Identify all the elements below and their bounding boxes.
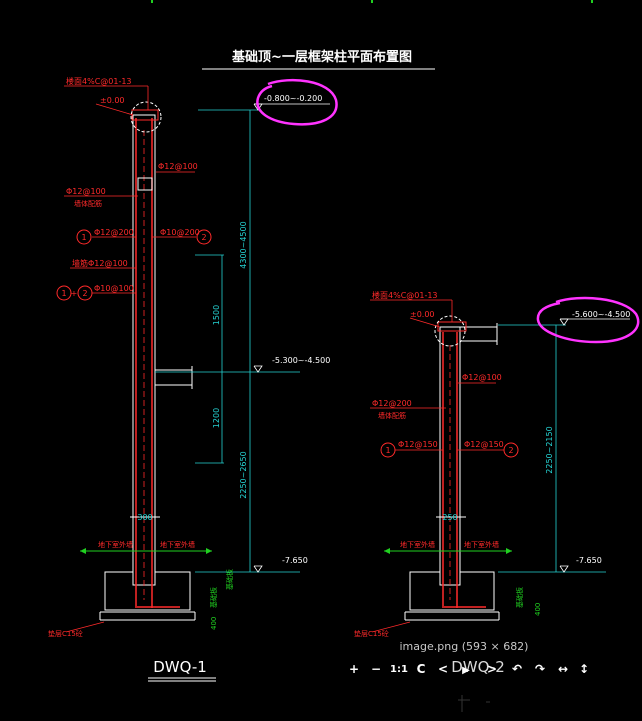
- image-info-tooltip: image.png (593 × 682): [400, 640, 529, 653]
- svg-text:基础板: 基础板: [209, 587, 218, 608]
- play-button[interactable]: ▶: [462, 665, 470, 676]
- svg-text:400: 400: [210, 617, 218, 630]
- note-right-sub: 墙体配筋: [378, 411, 406, 420]
- ref-circle-1-plus-2: 1 + 2: [56, 285, 93, 301]
- flip-vertical-button[interactable]: ↕: [579, 662, 589, 676]
- detail-name-right: DWQ-2: [451, 658, 505, 676]
- ground-line-right: 地下室外墙 地下室外墙: [384, 540, 512, 554]
- ground-line-left: 地下室外墙 地下室外墙: [80, 540, 212, 554]
- note-left-sub: 墙体配筋: [74, 199, 102, 208]
- detail-dwq-2: 楼面4%C@01-13 ±0.00 Φ12@100 Φ12@200 墙体配筋 Φ…: [354, 290, 640, 638]
- ref-top-left: 楼面4%C@01-13: [66, 76, 132, 86]
- note-left: Φ12@100: [158, 162, 198, 171]
- faint-residue: [458, 695, 490, 712]
- dim-text: 250: [442, 513, 457, 522]
- small-green-dims: 基础板 400: [515, 587, 542, 616]
- bottom-note-leader: [371, 621, 411, 633]
- note-left: Φ10@100: [94, 284, 134, 293]
- drawing-title: 基础顶~一层框架柱平面布置图: [231, 49, 412, 65]
- svg-text:2: 2: [201, 233, 206, 242]
- top-detail-circle-right: [434, 315, 466, 347]
- rotate-right-button[interactable]: ↷: [535, 662, 545, 676]
- note-right: Φ12@150: [398, 440, 438, 449]
- viewer-toolbar: + − 1:1 C < ▶ > ↶ ↷ ↔ ↕: [349, 662, 589, 676]
- markup-ellipse-left: [256, 78, 338, 126]
- flip-horizontal-button[interactable]: ↔: [558, 662, 568, 676]
- note-right: Φ12@200: [372, 399, 412, 408]
- dimension-lines-right: [498, 324, 606, 573]
- ref-circle-2: 2: [196, 229, 212, 245]
- bottom-note-left: 垫层C15砼: [48, 629, 83, 638]
- elev-top-left: -0.800~-0.200: [264, 94, 322, 103]
- stirrup-box: [137, 177, 153, 191]
- svg-text:1: 1: [81, 233, 86, 242]
- bottom-note-leader: [65, 621, 105, 633]
- detail-name-left: DWQ-1: [153, 658, 207, 676]
- top-elev-small: ±0.00: [410, 310, 435, 319]
- viewer-tooltip: image.png (593 × 682): [400, 640, 529, 653]
- svg-text:地下室外墙: 地下室外墙: [464, 540, 499, 549]
- actual-size-button[interactable]: 1:1: [390, 664, 408, 675]
- elev-marker: [559, 318, 630, 573]
- note-left: Φ12@100: [66, 187, 106, 196]
- svg-text:地下室外墙: 地下室外墙: [98, 540, 133, 549]
- svg-text:基础板: 基础板: [225, 569, 234, 590]
- refresh-button[interactable]: C: [417, 662, 426, 676]
- ref-circle-1-right: 1: [380, 442, 396, 458]
- svg-text:1: 1: [61, 289, 66, 298]
- annotations-right: [370, 299, 504, 451]
- ref-top-right: 楼面4%C@01-13: [372, 290, 438, 300]
- top-edge-marks: [151, 0, 593, 3]
- elev-mid-left: -5.300~-4.500: [272, 356, 330, 365]
- svg-text:2: 2: [508, 446, 513, 455]
- markup-ellipse-right: [536, 296, 640, 344]
- bottom-note-right: 垫层C15砼: [354, 629, 389, 638]
- ref-circle-1: 1: [76, 229, 92, 245]
- svg-text:地下室外墙: 地下室外墙: [400, 540, 435, 549]
- annotations-left: [64, 85, 196, 294]
- detail-dwq-1: 楼面4%C@01-13 ±0.00 Φ12@100 Φ12@100 墙体配筋 Φ…: [48, 76, 338, 682]
- top-detail-circle-left: [130, 101, 162, 133]
- note-left: 墙筋Φ12@100: [72, 258, 128, 268]
- prev-button[interactable]: <: [438, 662, 448, 676]
- svg-text:基础板: 基础板: [515, 587, 524, 608]
- dim-text: 2250~2150: [545, 426, 554, 473]
- svg-text:地下室外墙: 地下室外墙: [160, 540, 195, 549]
- svg-text:+: +: [71, 289, 78, 298]
- svg-text:2: 2: [82, 289, 87, 298]
- rotate-left-button[interactable]: ↶: [512, 662, 522, 676]
- elev-marker: [253, 103, 330, 573]
- foundation-left: [99, 571, 196, 621]
- ref-circle-2-right: 2: [503, 442, 519, 458]
- dimension-lines-left: [155, 109, 300, 573]
- svg-text:400: 400: [534, 603, 542, 616]
- zoom-in-button[interactable]: +: [349, 662, 359, 676]
- dim-text: 2250~2650: [239, 451, 248, 498]
- small-green-dims: 基础板 400 基础板: [209, 569, 234, 630]
- elev-bottom-left: -7.650: [282, 556, 308, 565]
- dim-text: 1500: [212, 305, 221, 325]
- zoom-out-button[interactable]: −: [371, 662, 381, 676]
- dim-text: 1200: [212, 408, 221, 428]
- foundation-right: [404, 571, 500, 621]
- note-right: Φ12@100: [462, 373, 502, 382]
- elev-bottom-right: -7.650: [576, 556, 602, 565]
- dim-text: 300: [137, 513, 152, 522]
- next-button[interactable]: >: [487, 662, 497, 676]
- elev-top-right: -5.600~-4.500: [572, 310, 630, 319]
- note-left: Φ10@200: [160, 228, 200, 237]
- top-elev-small: ±0.00: [100, 96, 125, 105]
- dim-text: 4300~4500: [239, 221, 248, 268]
- note-left: Φ12@200: [94, 228, 134, 237]
- note-right: Φ12@150: [464, 440, 504, 449]
- svg-text:1: 1: [385, 446, 390, 455]
